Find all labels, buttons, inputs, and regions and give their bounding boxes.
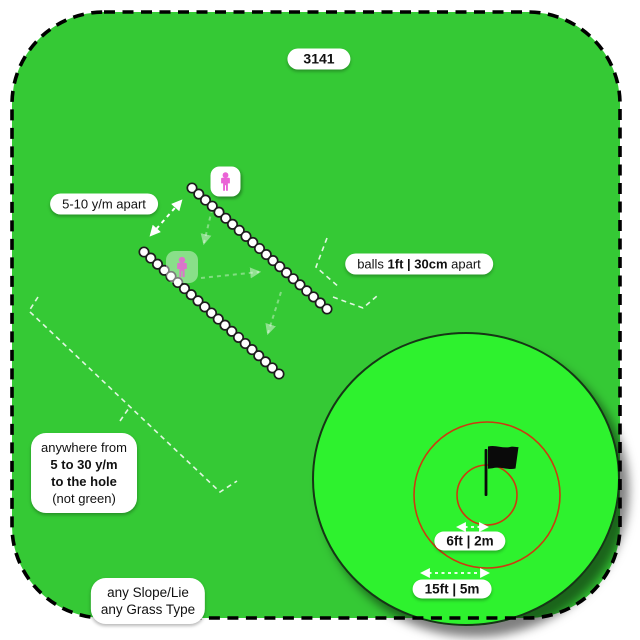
distance-note: anywhere from 5 to 30 y/m to the hole (n… (31, 433, 137, 513)
conditions-note: any Slope/Lie any Grass Type (90, 578, 206, 624)
drill-number-badge: 3141 (287, 48, 351, 70)
field-dashed-border (10, 10, 622, 620)
distance-note-line4: (not green) (52, 491, 116, 506)
conditions-line2: any Grass Type (100, 602, 196, 617)
guide-layer (27, 199, 490, 578)
ball-spacing-suffix: apart (447, 256, 481, 272)
row-spacing-label: 5-10 y/m apart (50, 193, 158, 215)
inner-circle-size-label: 6ft | 2m (434, 531, 506, 551)
distance-note-line3: to the hole (51, 474, 117, 489)
conditions-line1: any Slope/Lie (107, 585, 189, 600)
distance-note-line1: anywhere from (41, 440, 127, 455)
distance-note-line2: 5 to 30 y/m (50, 457, 118, 472)
ball-spacing-label: balls 1ft | 30cm apart (345, 253, 493, 275)
outer-circle-size-label: 15ft | 5m (412, 579, 492, 599)
ball-spacing-prefix: balls (357, 256, 388, 272)
player-icon (210, 166, 241, 197)
golf-flag-icon (484, 445, 519, 496)
ball-spacing-value: 1ft | 30cm (387, 256, 448, 272)
putting-green (312, 332, 620, 626)
ball-rows (138, 182, 333, 380)
player-icon-faded (166, 251, 198, 283)
